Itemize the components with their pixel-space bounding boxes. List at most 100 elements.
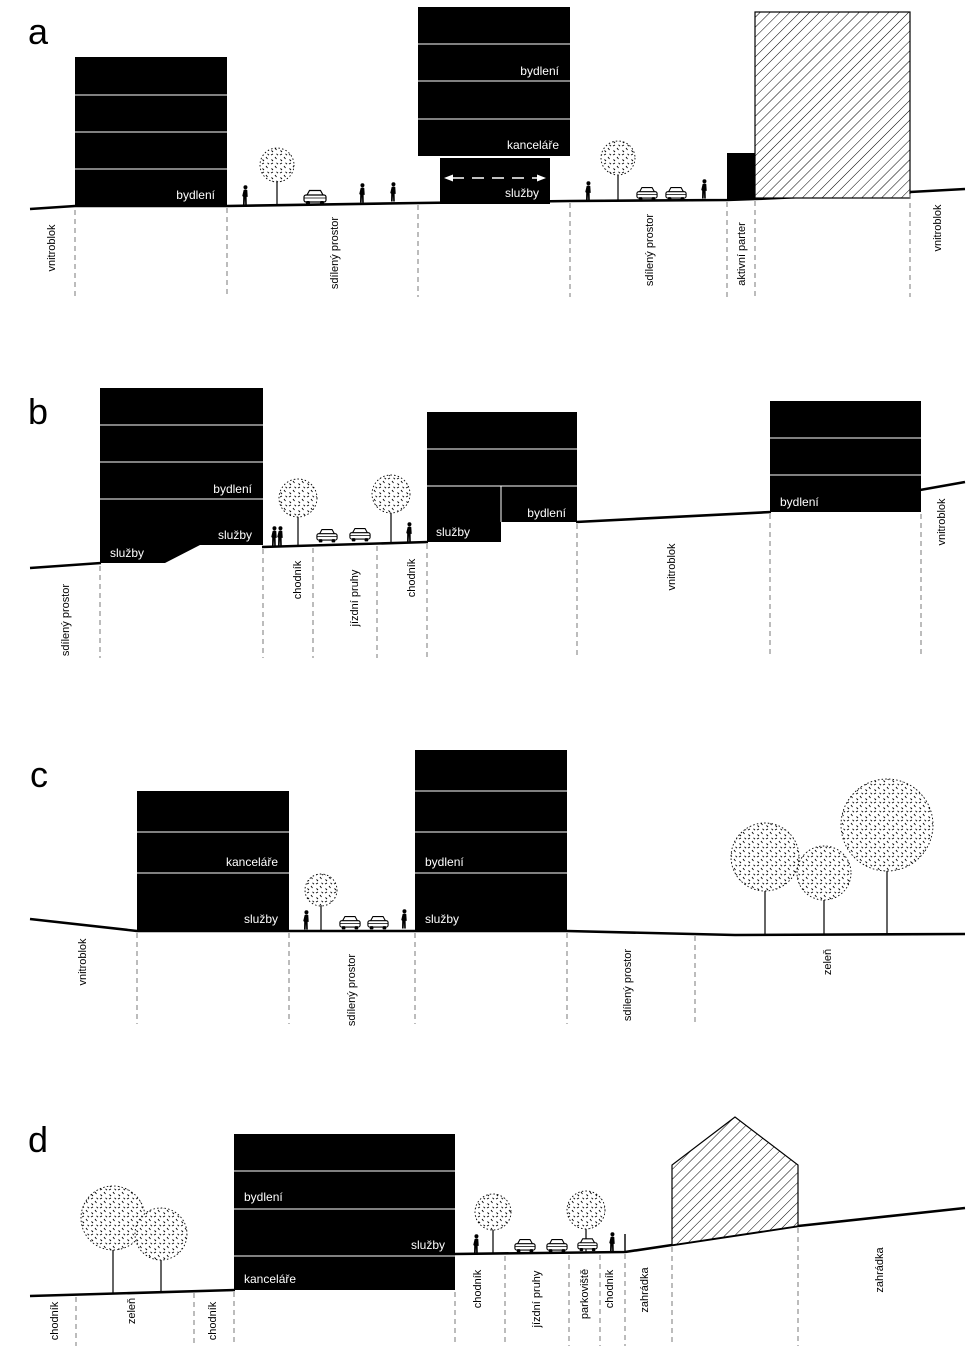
pedestrian-icon xyxy=(242,185,248,205)
car-icon xyxy=(514,1238,536,1253)
building: bydlení xyxy=(770,401,921,512)
panel-d: d bydlení služby kanceláře xyxy=(28,1116,966,1346)
zone-label: jízdní pruhy xyxy=(531,1270,543,1328)
building-use-label: kanceláře xyxy=(244,1272,296,1286)
tree-icon xyxy=(474,1193,512,1254)
zone-label: vnitroblok xyxy=(936,498,948,546)
building-use-label: služby xyxy=(436,525,470,539)
car-icon xyxy=(636,186,658,201)
building-use-label: bydlení xyxy=(213,482,252,496)
building-use-label: bydlení xyxy=(527,506,566,520)
building: bydlení kanceláře xyxy=(418,7,570,156)
tree-icon xyxy=(796,845,852,935)
pedestrian-icon xyxy=(303,910,309,930)
building-body xyxy=(234,1134,455,1290)
building-use-label: služby xyxy=(425,912,459,926)
zone-label: zahrádka xyxy=(639,1266,651,1312)
zone-label: parkoviště xyxy=(579,1269,591,1319)
tree-icon xyxy=(600,140,636,201)
building-body xyxy=(137,791,289,931)
pedestrian-icon xyxy=(585,181,591,201)
panel-b: b bydlení služby služby služby bydlení xyxy=(28,388,966,658)
active-ground-floor-block xyxy=(727,153,755,200)
building-use-label: služby xyxy=(505,186,539,200)
car-icon xyxy=(665,186,687,201)
building: kanceláře služby xyxy=(137,791,289,931)
building: služby bydlení xyxy=(427,412,577,542)
zone-label: sdílený prostor xyxy=(622,949,634,1021)
building: bydlení služby služby xyxy=(100,388,263,563)
pedestrian-icon xyxy=(271,526,277,546)
zone-label: chodník xyxy=(406,558,418,597)
zone-label: jízdní pruhy xyxy=(349,569,361,627)
tree-icon xyxy=(259,147,295,206)
hatched-house xyxy=(671,1116,799,1246)
building-use-label: služby xyxy=(244,912,278,926)
panel-letter: a xyxy=(28,11,49,52)
car-icon xyxy=(316,528,338,543)
panel-letter: c xyxy=(30,754,48,795)
panel-letter: b xyxy=(28,391,48,432)
building-body xyxy=(770,401,921,512)
pedestrian-icon xyxy=(277,526,283,546)
car-icon xyxy=(367,915,389,930)
zone-label: sdílený prostor xyxy=(346,954,358,1026)
tree-icon xyxy=(278,478,318,546)
building-use-label: služby xyxy=(411,1238,445,1252)
zone-label: sdílený prostor xyxy=(329,217,341,289)
ground-line xyxy=(29,1288,236,1298)
ground-floor-block: služby xyxy=(440,158,550,204)
zone-label: chodník xyxy=(472,1269,484,1308)
zone-label: vnitroblok xyxy=(46,224,58,272)
building-use-label: kanceláře xyxy=(507,138,559,152)
zone-label: zeleň xyxy=(126,1298,138,1324)
panel-c: c kanceláře služby bydlení služby xyxy=(29,750,966,1026)
zone-label: sdílený prostor xyxy=(644,214,656,286)
building-use-label: bydlení xyxy=(780,495,819,509)
hatched-building xyxy=(754,11,911,199)
pedestrian-icon xyxy=(359,183,365,203)
zone-label: chodník xyxy=(207,1301,219,1340)
zone-label: aktivní parter xyxy=(736,222,748,286)
pedestrian-icon xyxy=(401,909,407,929)
building: bydlení služby kanceláře xyxy=(234,1134,455,1290)
building-use-label: bydlení xyxy=(176,188,215,202)
zone-label: chodník xyxy=(604,1269,616,1308)
car-icon xyxy=(577,1238,598,1252)
car-icon xyxy=(349,527,371,542)
tree-icon xyxy=(134,1207,188,1292)
building-body xyxy=(100,388,263,563)
building: bydlení xyxy=(75,57,227,207)
pedestrian-icon xyxy=(473,1234,479,1254)
zone-label: sdílený prostor xyxy=(60,584,72,656)
tree-icon xyxy=(840,778,934,934)
ground-line xyxy=(261,540,429,549)
building-use-label: bydlení xyxy=(244,1190,283,1204)
panel-letter: d xyxy=(28,1119,48,1160)
zone-label: chodník xyxy=(292,560,304,599)
zone-label: vnitroblok xyxy=(666,543,678,591)
building: bydlení služby xyxy=(415,750,567,931)
zone-label: vnitroblok xyxy=(77,938,89,986)
car-icon xyxy=(303,189,327,205)
building-body xyxy=(440,158,550,204)
pedestrian-icon xyxy=(390,182,396,202)
tree-icon xyxy=(371,474,411,543)
pedestrian-icon xyxy=(701,179,707,199)
double-arrow-icon xyxy=(444,174,546,182)
pedestrian-icon xyxy=(609,1232,615,1252)
tree-icon xyxy=(730,822,800,935)
building-use-label: služby xyxy=(110,546,144,560)
ground-line xyxy=(29,561,102,570)
building-body xyxy=(427,412,577,542)
building-use-label: bydlení xyxy=(425,855,464,869)
building-use-label: kanceláře xyxy=(226,855,278,869)
building-body xyxy=(415,750,567,931)
ground-line xyxy=(575,510,772,524)
car-icon xyxy=(339,915,361,930)
building-use-label: služby xyxy=(218,528,252,542)
zone-label: zahrádka xyxy=(874,1246,886,1292)
zone-label: chodník xyxy=(49,1301,61,1340)
car-icon xyxy=(546,1238,568,1253)
